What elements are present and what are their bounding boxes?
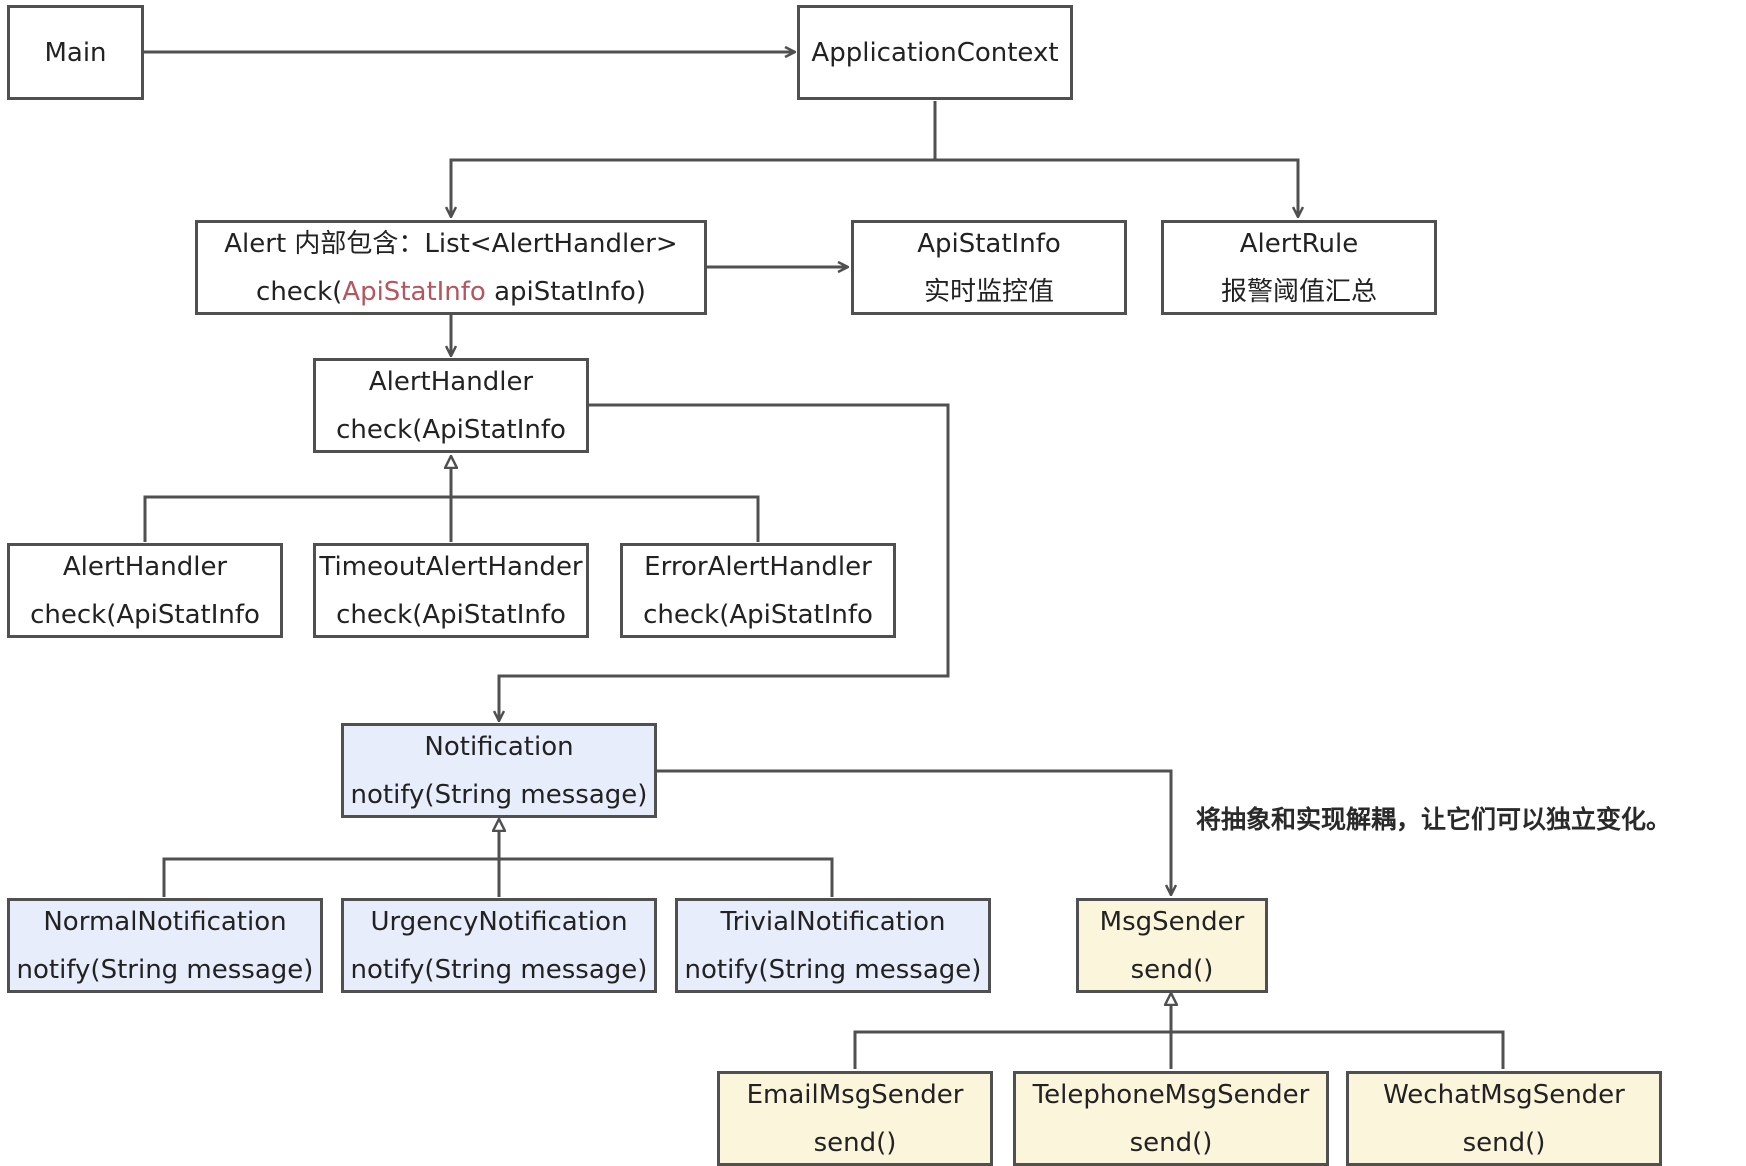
msg-sender-method: send() <box>1130 954 1214 985</box>
trivial-notification-title: TrivialNotification <box>720 906 946 937</box>
normal-notification-title: NormalNotification <box>43 906 287 937</box>
bridge-pattern-note: 将抽象和实现解耦，让它们可以独立变化。 <box>1196 805 1672 834</box>
telephone-msg-sender-title: TelephoneMsgSender <box>1032 1079 1310 1110</box>
api-stat-info-desc: 实时监控值 <box>923 276 1054 307</box>
notification-node: Notification notify(String message) <box>341 723 657 818</box>
edge-appcontext-alertrule <box>935 158 1298 217</box>
alert-rule-desc: 报警阈值汇总 <box>1220 276 1377 307</box>
edge-alerthandler-notification <box>499 403 950 721</box>
trivial-notification-method: notify(String message) <box>684 954 982 985</box>
alert-method-param-type: ApiStatInfo <box>342 276 486 307</box>
msg-sender-node: MsgSender send() <box>1076 898 1268 993</box>
alert-handler-title: AlertHandler <box>368 366 534 397</box>
alert-rule-title: AlertRule <box>1239 228 1359 259</box>
urgency-notification-node: UrgencyNotification notify(String messag… <box>341 898 657 993</box>
trivial-notification-node: TrivialNotification notify(String messag… <box>675 898 991 993</box>
alert-handler-node: AlertHandler check(ApiStatInfo <box>313 358 589 453</box>
normal-notification-node: NormalNotification notify(String message… <box>7 898 323 993</box>
alert-node: Alert 内部包含：List<AlertHandler> check(ApiS… <box>195 220 707 315</box>
alert-title: Alert 内部包含：List<AlertHandler> <box>224 228 678 259</box>
notification-method: notify(String message) <box>350 779 648 810</box>
email-msg-sender-title: EmailMsgSender <box>746 1079 964 1110</box>
wechat-msg-sender-node: WechatMsgSender send() <box>1346 1071 1662 1166</box>
email-msg-sender-method: send() <box>813 1127 897 1158</box>
api-stat-info-title: ApiStatInfo <box>917 228 1061 259</box>
error-alert-handler-method: check(ApiStatInfo <box>643 599 873 630</box>
edge-sender-bus <box>853 1030 1505 1069</box>
main-node: Main <box>7 5 144 100</box>
alert-method-suffix: apiStatInfo) <box>485 276 646 307</box>
normal-notification-method: notify(String message) <box>16 954 314 985</box>
application-context-node: ApplicationContext <box>797 5 1073 100</box>
alert-handler-impl-node: AlertHandler check(ApiStatInfo <box>7 543 283 638</box>
main-label: Main <box>44 37 107 68</box>
alert-rule-node: AlertRule 报警阈值汇总 <box>1161 220 1437 315</box>
api-stat-info-node: ApiStatInfo 实时监控值 <box>851 220 1127 315</box>
msg-sender-title: MsgSender <box>1099 906 1245 937</box>
timeout-alert-handler-node: TimeoutAlertHander check(ApiStatInfo <box>313 543 589 638</box>
urgency-notification-method: notify(String message) <box>350 954 648 985</box>
wechat-msg-sender-title: WechatMsgSender <box>1383 1079 1625 1110</box>
wechat-msg-sender-method: send() <box>1462 1127 1546 1158</box>
alert-handler-method: check(ApiStatInfo <box>336 414 566 445</box>
telephone-msg-sender-method: send() <box>1129 1127 1213 1158</box>
alert-handler-impl-method: check(ApiStatInfo <box>30 599 260 630</box>
notification-title: Notification <box>424 731 574 762</box>
timeout-alert-handler-method: check(ApiStatInfo <box>336 599 566 630</box>
urgency-notification-title: UrgencyNotification <box>370 906 628 937</box>
error-alert-handler-title: ErrorAlertHandler <box>644 551 872 582</box>
edge-appcontext-alert <box>451 158 935 217</box>
timeout-alert-handler-title: TimeoutAlertHander <box>319 551 583 582</box>
telephone-msg-sender-node: TelephoneMsgSender send() <box>1013 1071 1329 1166</box>
edge-notification-msgsender <box>657 769 1171 895</box>
alert-handler-impl-title: AlertHandler <box>62 551 228 582</box>
email-msg-sender-node: EmailMsgSender send() <box>717 1071 993 1166</box>
alert-method-prefix: check( <box>256 276 343 307</box>
application-context-label: ApplicationContext <box>811 37 1059 68</box>
error-alert-handler-node: ErrorAlertHandler check(ApiStatInfo <box>620 543 896 638</box>
alert-method: check(ApiStatInfo apiStatInfo) <box>256 268 646 313</box>
